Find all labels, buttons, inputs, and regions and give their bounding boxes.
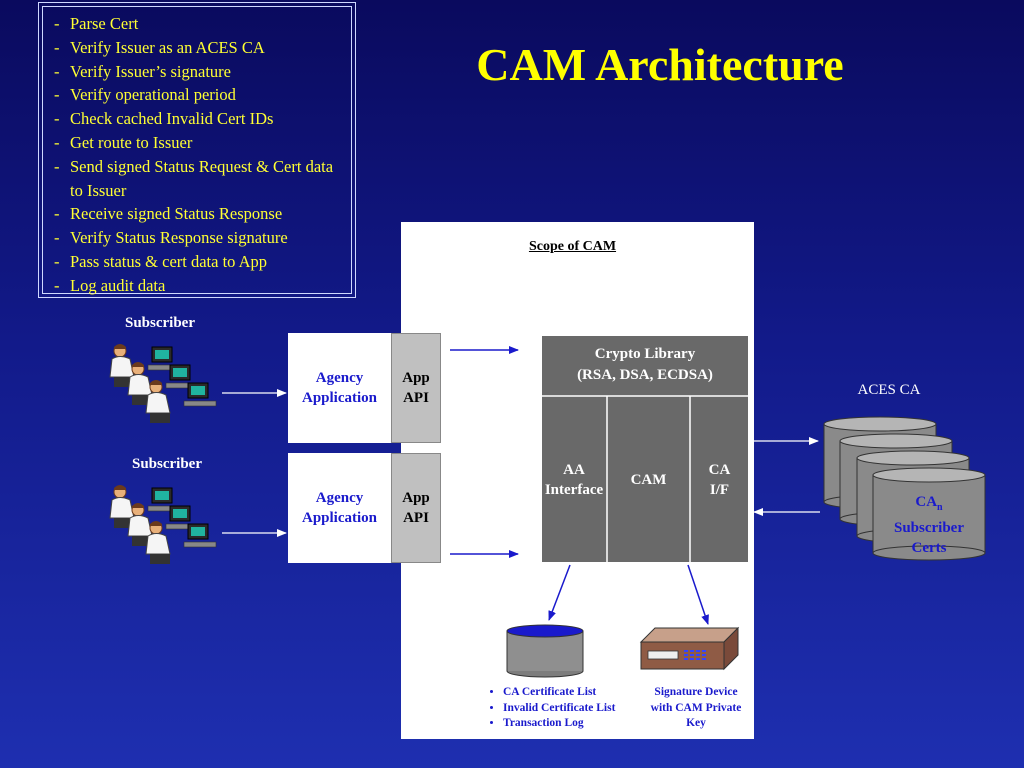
scope-label: Scope of CAM [528,239,617,254]
aa-line1: AA [563,461,585,478]
ca-text: CA [915,494,938,510]
ca-subscriber-certs-label: CAn Subscriber Certs [874,492,984,558]
cam-core-box: CAM [607,396,690,563]
steps-inner-border: Parse Cert Verify Issuer as an ACES CA V… [42,6,352,297]
database-items-list: CA Certificate List Invalid Certificate … [478,685,648,732]
ca-line3: Certs [911,540,947,556]
ca-subscript: n [937,502,943,513]
ca-if-line1: CA [708,461,731,478]
subscriber-label-2: Subscriber [131,456,202,472]
steps-box: Parse Cert Verify Issuer as an ACES CA V… [38,2,356,298]
database-item: Transaction Log [503,716,648,732]
slide-title: CAM Architecture [476,39,844,90]
sig-line2: with CAM Private [650,701,742,714]
sig-line1: Signature Device [654,686,738,698]
steps-list: Parse Cert Verify Issuer as an ACES CA V… [43,7,351,298]
step-item: Verify Issuer as an ACES CA [54,36,345,60]
aces-ca-cylinders-icon [823,416,986,561]
aa-interface-box: AA Interface [541,396,607,563]
crypto-library-box: Crypto Library (RSA, DSA, ECDSA) [541,335,749,395]
signature-device-label: Signature Device with CAM Private Key [640,685,752,732]
ca-n-line: CAn [874,492,984,518]
step-item: Parse Cert [54,12,345,36]
app-api-line2: API [403,390,429,406]
crypto-line1: Crypto Library [594,346,696,362]
agency-line2: Application [301,510,377,526]
aa-line2: Interface [544,481,604,498]
app-api-line1: App [402,370,430,386]
agency-line1: Agency [315,490,364,506]
step-item: Check cached Invalid Cert IDs [54,107,345,131]
step-item: Pass status & cert data to App [54,250,345,274]
ca-if-box: CA I/F [690,396,749,563]
step-item: Get route to Issuer [54,131,345,155]
step-item: Verify operational period [54,83,345,107]
database-item: Invalid Certificate List [503,701,648,717]
app-api-line2: API [403,510,429,526]
arrow-cam-to-database [548,564,571,621]
sig-line3: Key [686,717,706,729]
step-item: Verify Status Response signature [54,226,345,250]
agency-line1: Agency [315,370,364,386]
step-item: Receive signed Status Response [54,202,345,226]
cam-module-box [541,335,749,563]
ca-if-line2: I/F [709,481,730,498]
workstation-group-icon [109,485,217,564]
workstation-group-icon [109,344,217,423]
database-cylinder-icon [506,624,584,678]
arrow-cam-to-signature-device [687,564,709,625]
ca-line2: Subscriber [893,520,964,536]
database-item: CA Certificate List [503,685,648,701]
signature-device-icon [639,626,740,671]
crypto-line2: (RSA, DSA, ECDSA) [577,367,713,383]
subscriber-label-1: Subscriber [124,315,195,331]
agency-line2: Application [301,390,377,406]
step-item: Send signed Status Request & Cert data t… [54,155,345,203]
step-item: Log audit data [54,274,345,298]
aces-ca-label: ACES CA [857,382,921,398]
app-api-line1: App [402,490,430,506]
step-item: Verify Issuer’s signature [54,60,345,84]
cam-label: CAM [630,471,667,488]
